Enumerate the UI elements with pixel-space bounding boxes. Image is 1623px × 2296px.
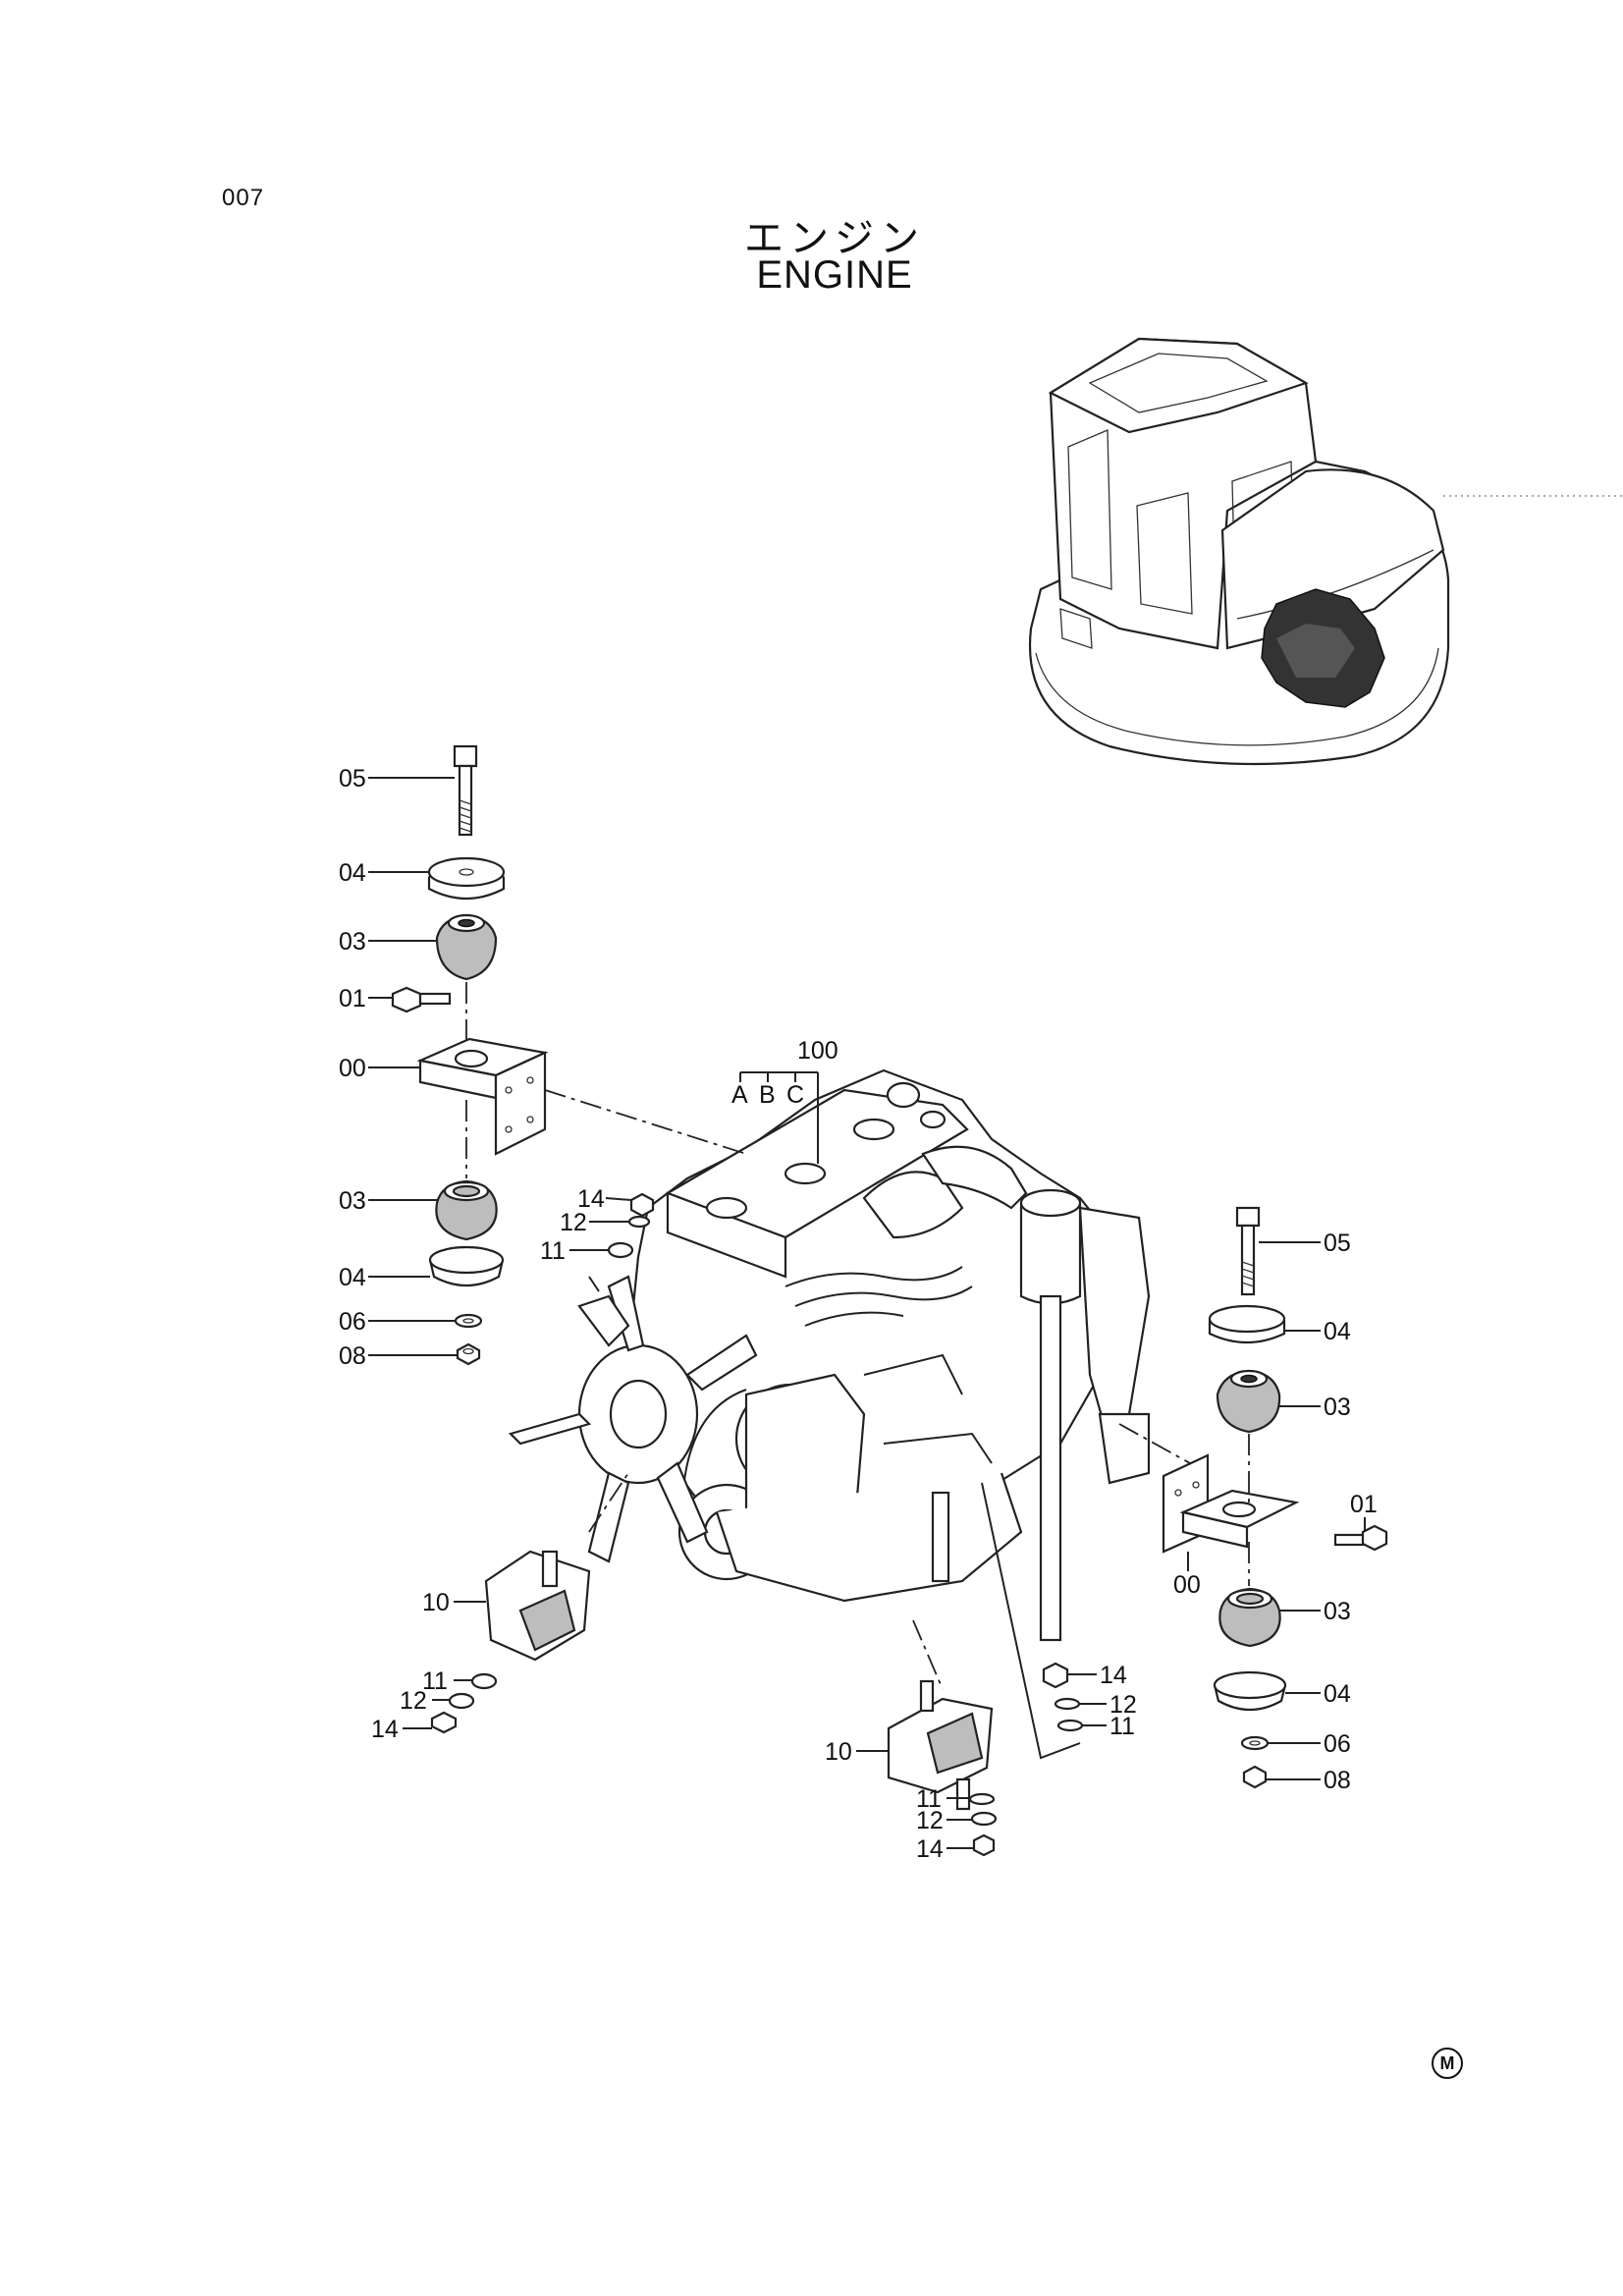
machine-locator-illustration [1028, 337, 1623, 766]
callout-leftbottom-14: 14 [371, 1716, 399, 1743]
callout-center-14: 14 [916, 1835, 944, 1863]
callout-left-04-lower: 04 [339, 1264, 366, 1291]
callout-right-03-lower: 03 [1324, 1598, 1351, 1625]
callout-right-08: 08 [1324, 1767, 1351, 1794]
page-number: 007 [222, 185, 265, 211]
callout-center-12: 12 [916, 1807, 944, 1834]
top-small-hardware [588, 1192, 655, 1292]
callout-rightsmall-12: 12 [1109, 1691, 1137, 1719]
callout-center-10: 10 [825, 1738, 852, 1766]
callout-left-03-lower: 03 [339, 1187, 366, 1215]
leader-lines [368, 777, 1366, 1849]
callout-rightsmall-11: 11 [1109, 1713, 1135, 1740]
callout-right-05: 05 [1324, 1230, 1351, 1257]
callout-right-06: 06 [1324, 1730, 1351, 1758]
callout-top-14: 14 [577, 1185, 605, 1213]
callout-leftbottom-11: 11 [422, 1667, 448, 1695]
callout-left-05: 05 [339, 765, 366, 793]
title-japanese: エンジン [744, 216, 925, 261]
callout-left-04: 04 [339, 859, 366, 887]
callout-leftbottom-10: 10 [422, 1589, 450, 1616]
maker-mark-icon: M [1432, 2048, 1463, 2079]
left-mount-stack [391, 744, 549, 1366]
assembly-variant-b: B [759, 1081, 776, 1109]
callout-center-11: 11 [916, 1785, 942, 1813]
assembly-variant-a: A [731, 1081, 748, 1109]
callout-right-04-lower: 04 [1324, 1680, 1351, 1708]
callout-right-00: 00 [1173, 1571, 1201, 1599]
assembly-variant-c: C [786, 1081, 804, 1109]
right-mount-stack [1162, 1206, 1388, 1789]
callout-top-11: 11 [540, 1237, 566, 1265]
callout-left-08: 08 [339, 1342, 366, 1370]
left-rubber-mount-10 [430, 1472, 629, 1734]
callout-left-00: 00 [339, 1055, 366, 1082]
callout-left-01: 01 [339, 985, 366, 1012]
callout-left-06: 06 [339, 1308, 366, 1336]
callout-leftbottom-12: 12 [400, 1687, 427, 1715]
callout-rightsmall-14: 14 [1100, 1662, 1127, 1689]
callout-right-01: 01 [1350, 1491, 1378, 1518]
center-rubber-mount-10 [887, 1619, 998, 1857]
callout-right-04: 04 [1324, 1318, 1351, 1345]
callout-right-03: 03 [1324, 1394, 1351, 1421]
assembly-number: 100 [797, 1037, 839, 1065]
engine-illustration [508, 1068, 1209, 1642]
callout-top-12: 12 [560, 1209, 587, 1236]
title-english: ENGINE [756, 253, 913, 297]
callout-labels: 05 04 03 01 00 03 04 06 08 14 12 11 10 1… [339, 765, 1378, 1863]
callout-left-03: 03 [339, 928, 366, 956]
